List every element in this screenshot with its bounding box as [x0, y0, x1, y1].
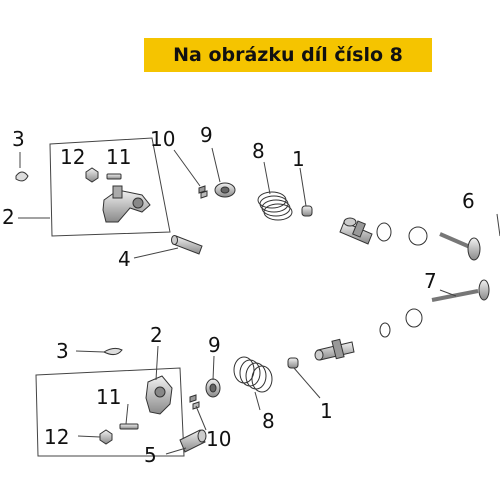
adjuster-screw-upper	[106, 173, 122, 180]
valve-guide-upper	[339, 217, 373, 245]
valve-stem-seal-lower	[287, 357, 299, 369]
callout-lower-5: 5	[144, 443, 157, 467]
valve-guide-lower	[314, 338, 355, 361]
callout-upper-12: 12	[60, 145, 85, 169]
nut-lower	[99, 429, 113, 445]
rocker-shaft-upper	[171, 235, 203, 255]
guide-o-ring-lower	[379, 322, 391, 338]
spring-retainer-lower	[205, 378, 221, 398]
callout-upper-11: 11	[106, 145, 131, 169]
callout-lower-10: 10	[206, 427, 231, 451]
valve-stem-seal-upper	[301, 205, 313, 217]
callout-upper-4: 4	[118, 247, 131, 271]
nut-upper	[85, 167, 99, 183]
callout-upper-7: 7	[424, 269, 437, 293]
clip-upper	[15, 171, 29, 182]
guide-o-ring-upper	[376, 222, 392, 242]
highlight-banner: Na obrázku díl číslo 8	[144, 38, 432, 72]
callout-lower-11: 11	[96, 385, 121, 409]
spring-retainer-upper	[214, 182, 236, 198]
clip-lower	[102, 347, 123, 356]
callout-upper-9: 9	[200, 123, 213, 147]
rocker-arm-box-lower	[35, 367, 185, 457]
valve-seat-ring-upper	[408, 226, 428, 246]
intake-valve	[439, 232, 481, 261]
callout-lower-2: 2	[150, 323, 163, 347]
valve-seat-ring-lower	[405, 308, 423, 328]
callout-lower-8: 8	[262, 409, 275, 433]
banner-text: Na obrázku díl číslo 8	[173, 44, 403, 66]
callout-upper-2: 2	[2, 205, 15, 229]
callout-lower-3: 3	[56, 339, 69, 363]
valve-cotters-lower	[189, 394, 200, 410]
rocker-arm-upper	[102, 185, 151, 223]
callout-upper-6: 6	[462, 189, 475, 213]
rocker-arm-box-upper	[49, 137, 171, 237]
valve-spring-lower	[233, 356, 273, 393]
adjuster-screw-lower	[119, 423, 139, 430]
callout-lower-9: 9	[208, 333, 221, 357]
callout-upper-3: 3	[12, 127, 25, 151]
rocker-arm-lower	[145, 375, 173, 415]
callout-upper-8: 8	[252, 139, 265, 163]
callout-lower-12: 12	[44, 425, 69, 449]
callout-numbers: 3 12 11 2 10 9 8 1 6 7 4 3 2 9 11 12 10 …	[2, 123, 475, 467]
callout-upper-10: 10	[150, 127, 175, 151]
callout-lower-1: 1	[320, 399, 333, 423]
leader-lines	[18, 147, 500, 455]
rocker-shaft-lower	[179, 429, 207, 453]
valve-cotters-upper	[198, 185, 208, 199]
valve-spring-upper	[257, 191, 293, 221]
callout-upper-1: 1	[292, 147, 305, 171]
